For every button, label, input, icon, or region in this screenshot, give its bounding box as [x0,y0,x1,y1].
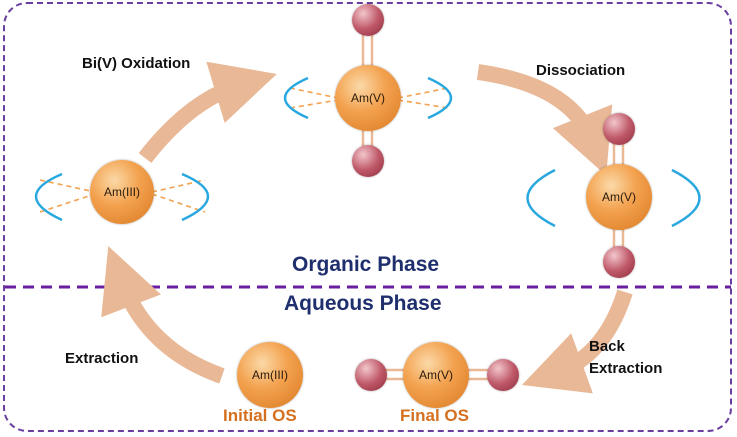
extraction-arrow [101,246,225,384]
amv-final-atom: Am(V) [403,342,469,408]
oxygen-atom-left-3 [355,359,387,391]
back-extraction-label-1: Back [589,338,625,355]
oxygen-atom-bottom-2 [603,246,635,278]
oxygen-atom-top-2 [603,113,635,145]
oxidation-step-label: Bi(V) Oxidation [82,55,191,72]
initial-os-label: Initial OS [223,406,297,425]
oxidation-arrow [138,61,277,163]
oxygen-atom-right-3 [487,359,519,391]
amv-final-label: Am(V) [419,368,453,382]
dissociation-step-label: Dissociation [536,62,626,79]
aqueous-phase-label: Aqueous Phase [284,292,442,315]
ligand-arc-right-2 [427,76,452,120]
amv-dissociated-atom: Am(V) [586,164,652,230]
diagram-frame [3,2,732,432]
oxygen-atom-top-1 [352,4,384,36]
extraction-step-label: Extraction [65,350,139,367]
am3-organic-atom: Am(III) [90,160,154,224]
am3-initial-atom: Am(III) [237,342,303,408]
organic-phase-label: Organic Phase [292,253,440,276]
ligand-arc-right-3 [671,168,701,228]
oxygen-atom-bottom-1 [352,145,384,177]
amv-dissociated-label: Am(V) [602,190,636,204]
final-os-label: Final OS [400,406,469,425]
ligand-arc-left-2 [284,76,309,120]
ligand-arc-left-1 [34,172,63,222]
dissociation-arrow [476,64,613,176]
ligand-arc-right-1 [181,172,210,222]
back-extraction-label-2: Extraction [589,360,663,377]
amv-complex-label: Am(V) [351,91,385,105]
amv-complex-atom: Am(V) [335,65,401,131]
back-extraction-arrow [521,289,633,394]
am3-initial-label: Am(III) [252,368,288,382]
am3-organic-label: Am(III) [104,185,140,199]
ligand-arc-left-3 [526,168,556,228]
amv-complex-ligands [289,87,449,109]
